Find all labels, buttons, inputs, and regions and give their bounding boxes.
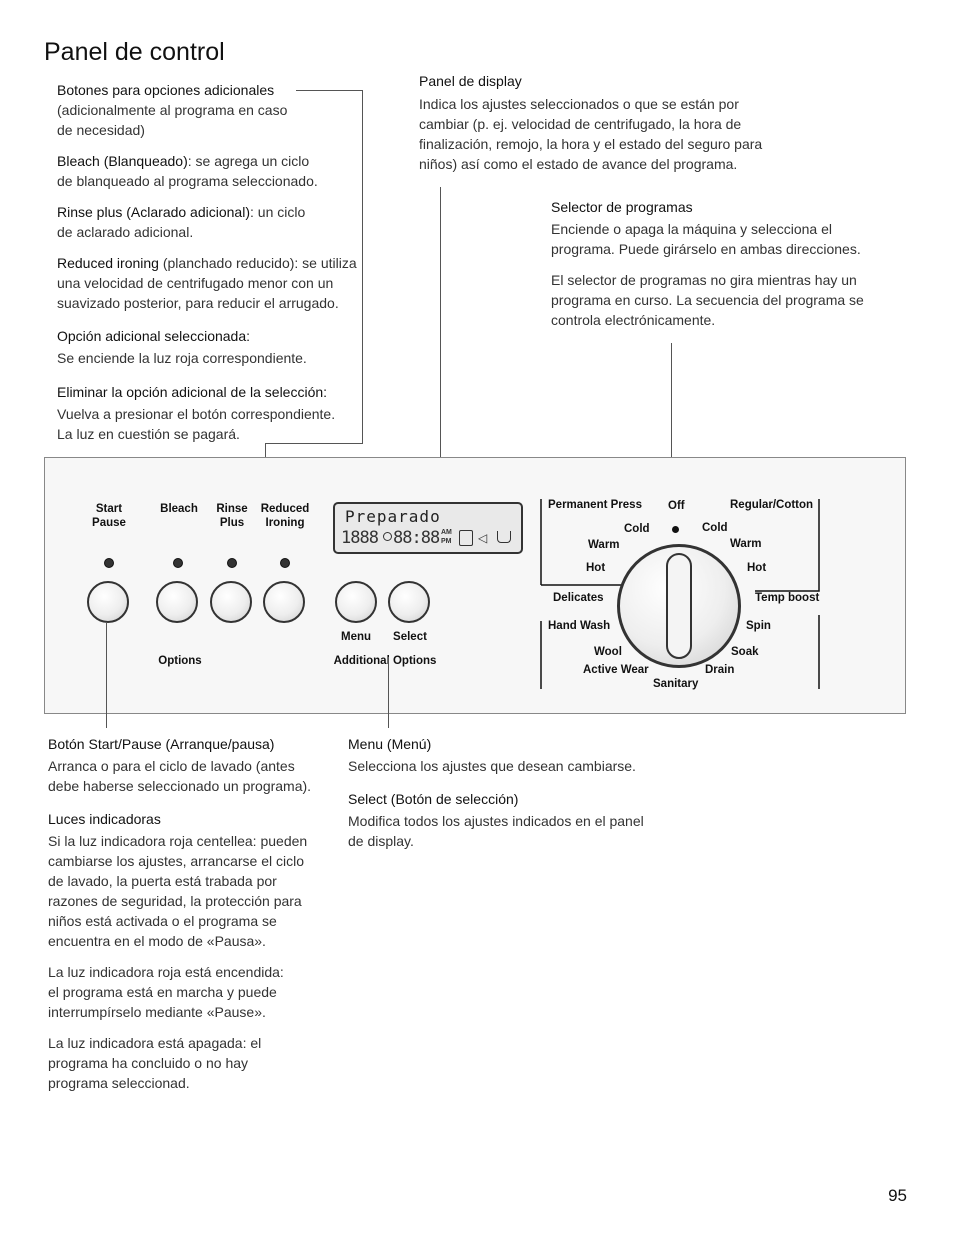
dial-drain: Drain bbox=[705, 664, 735, 676]
leader-line-options-h2 bbox=[265, 443, 363, 444]
rinse-label-line1: Rinse bbox=[216, 503, 248, 515]
start-label-line2: Pause bbox=[92, 517, 126, 529]
display-digits-1: 1888 bbox=[341, 528, 379, 548]
speaker-icon: ◁ bbox=[478, 531, 488, 545]
leader-line-options-h bbox=[296, 90, 362, 91]
dial-spin: Spin bbox=[746, 620, 771, 632]
start-pause-label: Start Pause bbox=[85, 502, 133, 530]
display-status-text: Preparado bbox=[345, 507, 441, 526]
botones-text: (adicionalmente al programa en caso de n… bbox=[57, 102, 288, 138]
rinse-indicator-light bbox=[227, 558, 237, 568]
rinse-plus-label: Rinse Plus bbox=[208, 502, 256, 530]
display-digits-2: 88:88 bbox=[393, 528, 440, 548]
select-button[interactable] bbox=[388, 581, 430, 623]
program-selector-dial[interactable] bbox=[617, 544, 741, 668]
dial-off: Off bbox=[668, 500, 685, 512]
dial-delicates: Delicates bbox=[553, 592, 604, 604]
dial-pp-cold: Cold bbox=[624, 523, 650, 535]
selector-text2: El selector de programas no gira mientra… bbox=[551, 272, 864, 328]
leader-line-display bbox=[440, 187, 441, 487]
control-panel: Start Pause Bleach Rinse Plus Reduced Ir… bbox=[44, 457, 906, 714]
reduced-label-line1: Reduced bbox=[260, 503, 310, 515]
luces-text2: La luz indicadora roja está encendida: e… bbox=[48, 964, 284, 1020]
bleach-heading: Bleach (Blanqueado) bbox=[57, 153, 188, 169]
leader-line-start bbox=[106, 622, 107, 728]
leader-line-menu bbox=[388, 657, 389, 728]
selector-text1: Enciende o apaga la máquina y selecciona… bbox=[551, 221, 861, 257]
start-pause-description: Botón Start/Pause (Arranque/pausa) Arran… bbox=[48, 734, 313, 1093]
dial-pp-hot: Hot bbox=[586, 562, 606, 574]
dial-pp-warm: Warm bbox=[588, 539, 620, 551]
bleach-label: Bleach bbox=[155, 502, 203, 516]
dial-rc-warm: Warm bbox=[730, 538, 762, 550]
options-group-label: Options bbox=[158, 655, 202, 667]
options-buttons-description: Botones para opciones adicionales (adici… bbox=[57, 80, 362, 444]
start-label-line1: Start bbox=[95, 503, 123, 515]
start-heading: Botón Start/Pause (Arranque/pausa) bbox=[48, 736, 275, 752]
bleach-indicator-light bbox=[173, 558, 183, 568]
bucket-icon bbox=[497, 531, 511, 543]
start-indicator-light bbox=[104, 558, 114, 568]
timer-icon bbox=[383, 532, 392, 541]
eliminar-heading: Eliminar la opción adicional de la selec… bbox=[57, 384, 328, 400]
dial-regular-cotton: Regular/Cotton bbox=[730, 499, 814, 511]
menu-label: Menu bbox=[340, 631, 372, 643]
luces-heading: Luces indicadoras bbox=[48, 811, 161, 827]
reduced-heading: Reduced ironing bbox=[57, 255, 159, 271]
bleach-text: : se agrega un ciclo de blanqueado al pr… bbox=[57, 153, 318, 189]
eliminar-text: Vuelva a presionar el botón correspondie… bbox=[57, 406, 336, 442]
dial-active-wear: Active Wear bbox=[583, 664, 649, 676]
selector-heading: Selector de programas bbox=[551, 199, 693, 215]
dial-soak: Soak bbox=[731, 646, 759, 658]
dial-rc-cold: Cold bbox=[702, 522, 728, 534]
page-number: 95 bbox=[888, 1186, 907, 1205]
dial-wool: Wool bbox=[594, 646, 622, 658]
leader-line-options-v bbox=[362, 90, 363, 443]
start-text: Arranca o para el ciclo de lavado (antes… bbox=[48, 758, 312, 794]
botones-heading: Botones para opciones adicionales bbox=[57, 82, 275, 98]
select-label: Select bbox=[393, 631, 427, 643]
bleach-button[interactable] bbox=[156, 581, 198, 623]
select-text: Modifica todos los ajustes indicados en … bbox=[348, 813, 644, 849]
luces-text3: La luz indicadora está apagada: el progr… bbox=[48, 1035, 262, 1091]
lcd-display: Preparado 1888 88:88 AM PM ◁ bbox=[333, 502, 523, 554]
selector-description: Selector de programas Enciende o apaga l… bbox=[551, 197, 871, 330]
rinse-plus-button[interactable] bbox=[210, 581, 252, 623]
dial-sanitary: Sanitary bbox=[653, 678, 699, 690]
reduced-ironing-label: Reduced Ironing bbox=[257, 502, 313, 530]
opcion-text: Se enciende la luz roja correspondiente. bbox=[57, 350, 307, 366]
menu-text: Selecciona los ajustes que desean cambia… bbox=[348, 758, 636, 774]
opcion-heading: Opción adicional seleccionada: bbox=[57, 328, 251, 344]
rinse-text: : un ciclo de aclarado adicional. bbox=[57, 204, 306, 240]
start-pause-button[interactable] bbox=[87, 581, 129, 623]
dial-temp-boost: Temp boost bbox=[755, 592, 820, 604]
display-am: AM bbox=[441, 529, 452, 536]
dial-off-marker bbox=[672, 526, 679, 533]
leader-line-selector bbox=[671, 343, 672, 498]
reduced-label-line2: Ironing bbox=[265, 517, 305, 529]
additional-options-group-label: Additional Options bbox=[333, 655, 437, 667]
display-pm: PM bbox=[441, 538, 452, 545]
menu-heading: Menu (Menú) bbox=[348, 736, 432, 752]
dial-permanent-press: Permanent Press bbox=[548, 499, 642, 511]
shirt-icon bbox=[459, 530, 473, 546]
dial-hand-wash: Hand Wash bbox=[548, 620, 611, 632]
reduced-indicator-light bbox=[280, 558, 290, 568]
page-title: Panel de control bbox=[44, 38, 225, 66]
bleach-label-line1: Bleach bbox=[160, 503, 198, 515]
display-description: Panel de display Indica los ajustes sele… bbox=[419, 71, 764, 174]
luces-text1: Si la luz indicadora roja centellea: pue… bbox=[48, 833, 308, 949]
select-heading: Select (Botón de selección) bbox=[348, 791, 519, 807]
dial-rc-hot: Hot bbox=[747, 562, 767, 574]
display-heading: Panel de display bbox=[419, 73, 522, 89]
reduced-text: (planchado reducido): se utiliza una vel… bbox=[57, 255, 357, 311]
display-text: Indica los ajustes seleccionados o que s… bbox=[419, 96, 763, 172]
reduced-ironing-button[interactable] bbox=[263, 581, 305, 623]
dial-knob-grip bbox=[666, 553, 692, 659]
rinse-label-line2: Plus bbox=[219, 517, 245, 529]
program-dial-lines bbox=[540, 499, 820, 689]
rinse-heading: Rinse plus (Aclarado adicional) bbox=[57, 204, 250, 220]
menu-button[interactable] bbox=[335, 581, 377, 623]
menu-select-description: Menu (Menú) Selecciona los ajustes que d… bbox=[348, 734, 648, 851]
